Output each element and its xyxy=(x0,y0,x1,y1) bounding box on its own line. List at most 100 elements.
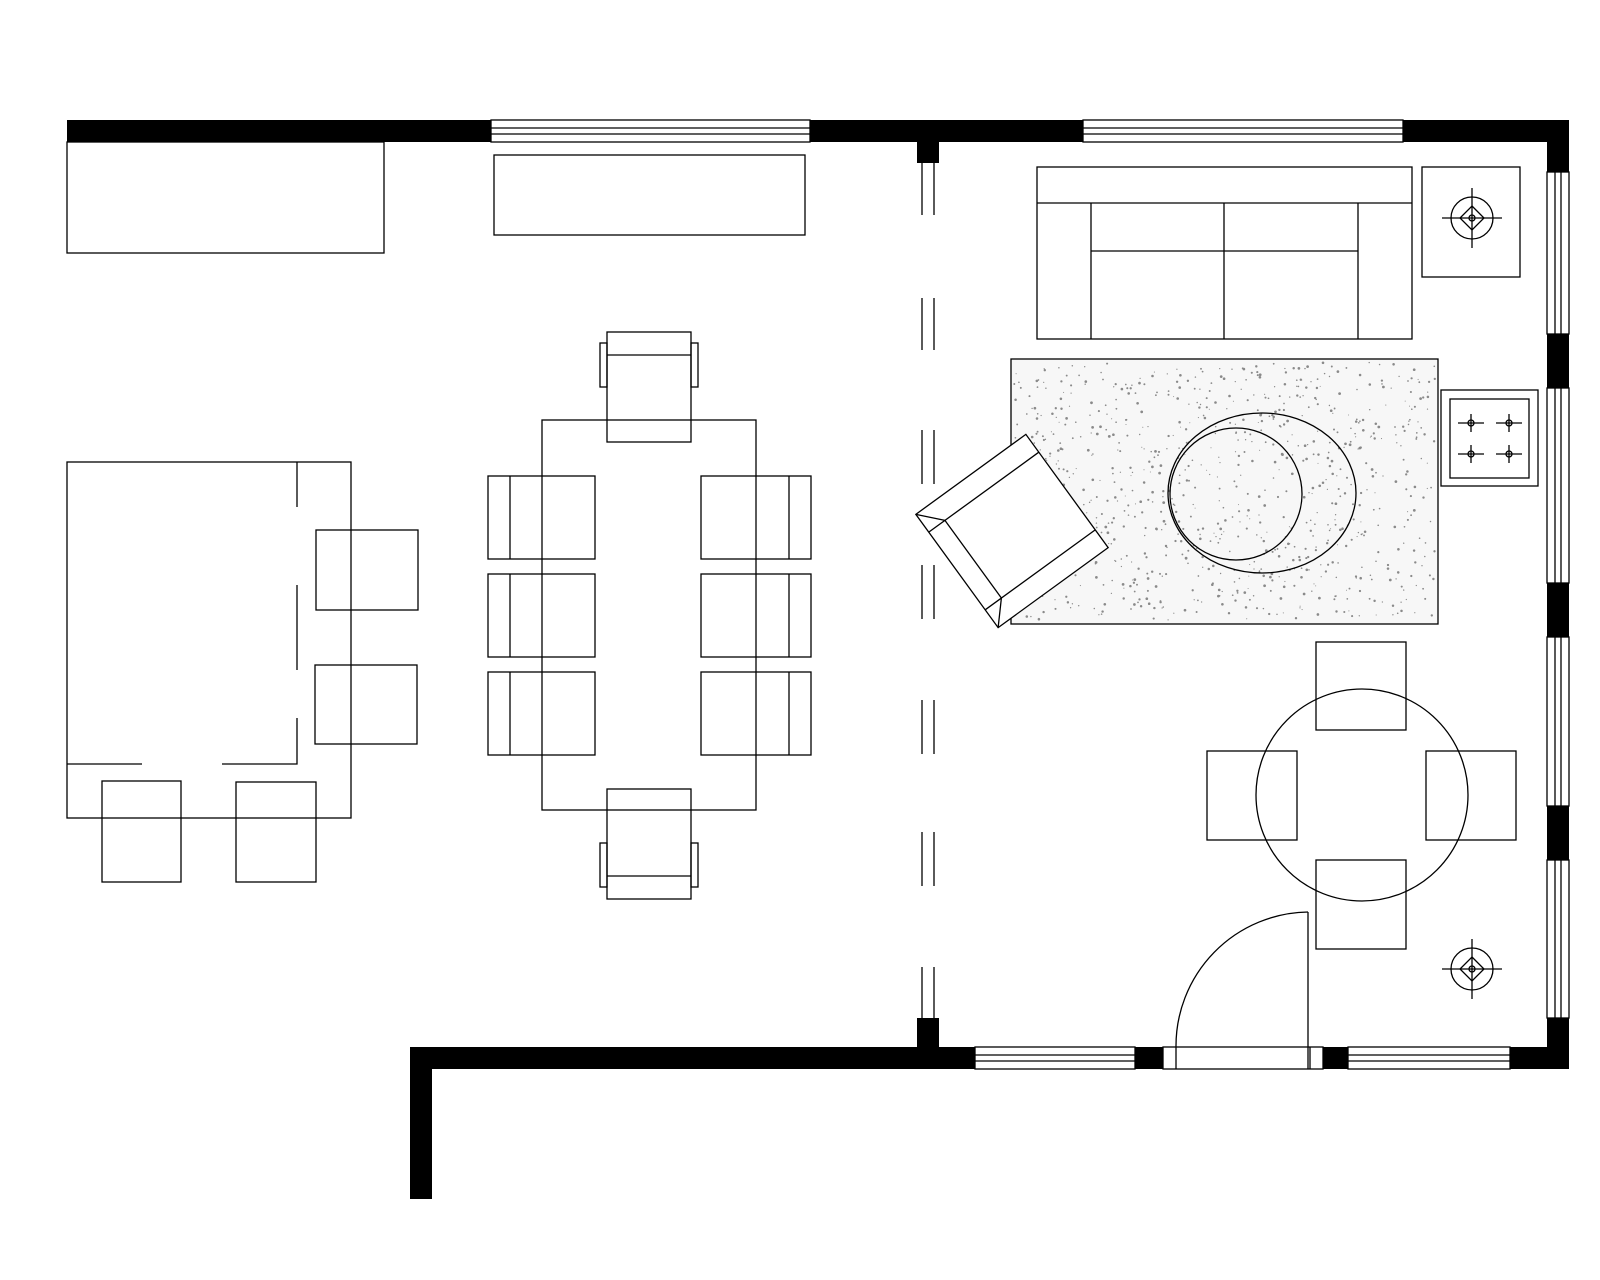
rug-speck xyxy=(1348,414,1350,416)
side-table xyxy=(1440,389,1539,487)
rug-speck xyxy=(1099,479,1101,482)
rug-speck xyxy=(1278,469,1280,471)
rug-speck xyxy=(1158,572,1162,575)
rug-speck xyxy=(1272,443,1275,446)
rug-speck xyxy=(1279,425,1282,428)
rug-speck xyxy=(1381,383,1383,385)
rug-speck xyxy=(1380,438,1383,440)
rug-speck xyxy=(1124,495,1126,497)
rug-speck xyxy=(1238,510,1241,513)
rug-speck xyxy=(1189,422,1191,424)
rug-speck xyxy=(1160,510,1163,513)
rug-speck xyxy=(1228,394,1231,398)
rug-speck xyxy=(1363,534,1365,537)
rug-speck xyxy=(1315,386,1319,390)
rug-speck xyxy=(1124,383,1127,386)
rug-speck xyxy=(1246,515,1248,517)
rug-speck xyxy=(1412,368,1416,372)
rug-speck xyxy=(1426,462,1428,464)
rug-speck xyxy=(1292,558,1295,562)
rug-speck xyxy=(1111,521,1114,524)
rug-speck xyxy=(1331,473,1334,475)
rug-speck xyxy=(1284,371,1288,374)
rug-speck xyxy=(1216,522,1220,525)
rug-speck xyxy=(1095,517,1098,519)
rug-speck xyxy=(1417,421,1419,423)
rug-speck xyxy=(1086,448,1090,452)
rug-speck xyxy=(1187,464,1190,468)
rug-speck xyxy=(1174,510,1178,514)
rug-speck xyxy=(1372,432,1375,435)
rug-speck xyxy=(1375,471,1377,474)
rug-speck xyxy=(1328,404,1331,407)
partition-dashes xyxy=(921,163,935,1018)
rug-speck xyxy=(1166,448,1168,450)
rug-speck xyxy=(1350,538,1353,541)
rug-speck xyxy=(1318,484,1322,488)
rug-speck xyxy=(1388,578,1392,582)
rug-speck xyxy=(1130,475,1132,477)
rug-speck xyxy=(1405,598,1407,601)
rug-speck xyxy=(1090,499,1092,501)
rug-speck xyxy=(1302,395,1304,397)
rug-speck xyxy=(1173,612,1175,614)
rug-speck xyxy=(1428,574,1431,577)
rug-speck xyxy=(1025,615,1029,618)
rug-speck xyxy=(1410,574,1413,578)
rug-speck xyxy=(1136,401,1139,405)
rug-speck xyxy=(1327,539,1329,542)
rug-speck xyxy=(1370,468,1374,471)
rug-speck xyxy=(1115,407,1118,410)
rug-speck xyxy=(1089,414,1091,417)
rug-speck xyxy=(1274,548,1276,551)
rug-speck xyxy=(1221,590,1223,593)
rug-speck xyxy=(1211,582,1214,585)
rug-speck xyxy=(1119,450,1122,453)
armchair xyxy=(914,433,1110,629)
rug-speck xyxy=(1243,451,1246,453)
rug-speck xyxy=(1143,469,1145,471)
rug-speck xyxy=(1343,446,1345,449)
rug-speck xyxy=(1312,453,1315,456)
rug-speck xyxy=(1296,385,1298,387)
rug-speck xyxy=(1058,467,1060,470)
rug-speck xyxy=(1074,574,1077,577)
rug-speck xyxy=(1232,400,1234,402)
rug-speck xyxy=(1137,567,1140,570)
rug-speck xyxy=(1235,485,1238,488)
rug-speck xyxy=(1334,514,1337,516)
rug-speck xyxy=(1202,566,1204,568)
rug-speck xyxy=(1400,601,1402,603)
rug-speck xyxy=(1139,500,1143,504)
rug-speck xyxy=(1359,420,1361,423)
rug-speck xyxy=(1019,386,1022,389)
rug-speck xyxy=(1120,558,1123,560)
rug-speck xyxy=(1301,609,1303,611)
kitchen-counter xyxy=(66,141,385,254)
rug-speck xyxy=(1115,421,1117,424)
rug-speck xyxy=(1358,589,1362,593)
rug-speck xyxy=(1335,576,1338,579)
rug-speck xyxy=(1394,426,1396,428)
rug-speck xyxy=(1239,521,1241,523)
rug-speck xyxy=(1246,618,1248,620)
rug-speck xyxy=(1314,523,1316,525)
island-stool xyxy=(235,781,317,883)
rug-speck xyxy=(1284,546,1287,549)
rug-speck xyxy=(1413,405,1416,408)
rug-speck xyxy=(1139,377,1141,380)
rug-speck xyxy=(1143,448,1145,450)
top-wall-right xyxy=(1403,120,1569,142)
rug-speck xyxy=(1178,386,1182,389)
rug-speck xyxy=(1093,607,1096,610)
rug-speck xyxy=(1282,515,1285,519)
rug-speck xyxy=(1120,565,1123,568)
rug-speck xyxy=(1249,433,1252,436)
rug-speck xyxy=(1352,518,1355,521)
bottom-wall-pier xyxy=(1135,1047,1163,1069)
rug-speck xyxy=(1083,503,1085,506)
rug-speck xyxy=(1242,367,1246,371)
rug-speck xyxy=(1196,599,1199,602)
rug-speck xyxy=(1070,392,1072,394)
window-right-3 xyxy=(1546,636,1570,807)
